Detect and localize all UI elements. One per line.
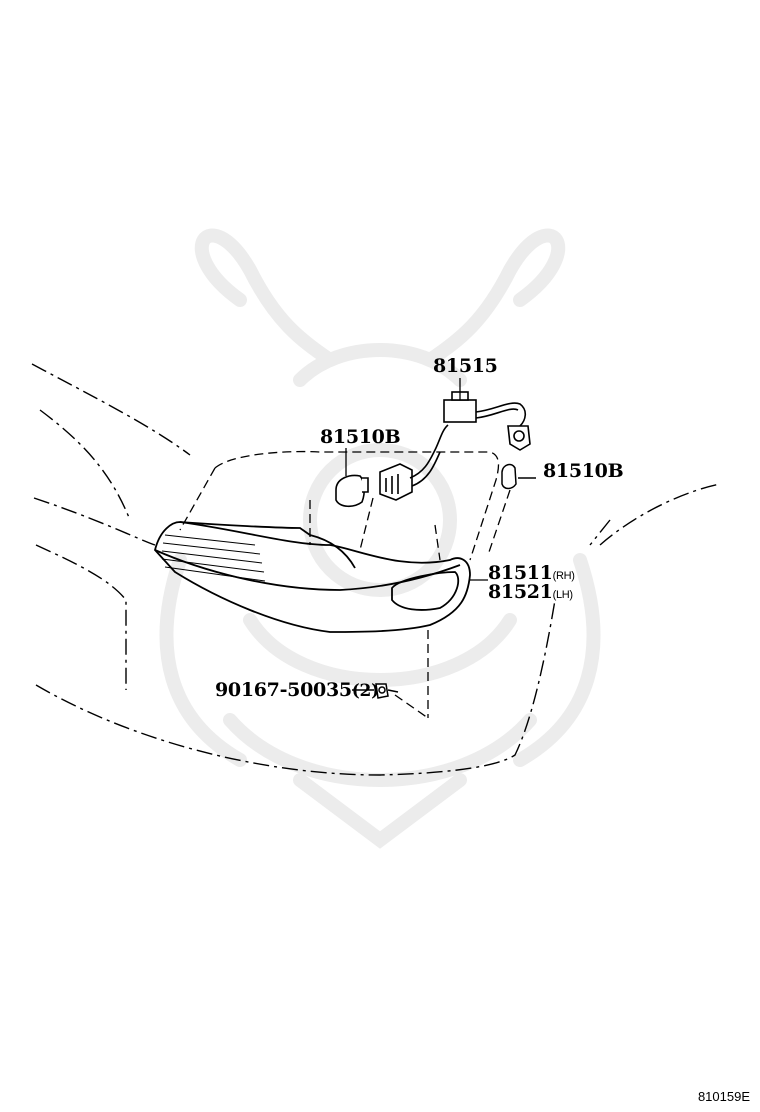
gasket-outline [179, 450, 500, 561]
label-81510b-left: 81510B [320, 426, 401, 448]
part-number-81511: 81511 [488, 562, 553, 584]
part-number-81510b-right: 81510B [543, 460, 624, 482]
label-90167-50035: 90167-50035(2) [215, 681, 379, 700]
part-number-81515: 81515 [433, 355, 498, 377]
label-81510b-right: 81510B [543, 460, 624, 482]
screw-90167-50035 [352, 683, 399, 699]
label-leaders [345, 378, 488, 581]
quantity: (2) [351, 681, 379, 701]
part-number-81510b-left: 81510B [320, 426, 401, 448]
label-81521-lh: 81521(LH) [488, 583, 573, 602]
leader-lines [309, 489, 511, 719]
label-81511-rh: 81511(RH) [488, 564, 575, 583]
socket-harness-81515 [379, 391, 531, 501]
illustration-id: 810159E [697, 1089, 750, 1104]
part-number-90167-50035: 90167-50035 [215, 679, 352, 701]
bulb-81510b-right [501, 463, 536, 490]
lamp-assembly-drawing [154, 521, 471, 633]
vehicle-body-outline [31, 363, 721, 776]
side-lh: (LH) [552, 589, 574, 601]
label-81515: 81515 [433, 357, 498, 376]
part-number-81521: 81521 [488, 581, 553, 603]
bulb-81510b-left [335, 474, 369, 508]
side-rh: (RH) [552, 570, 575, 582]
watermark-samurai-helmet [159, 228, 601, 849]
